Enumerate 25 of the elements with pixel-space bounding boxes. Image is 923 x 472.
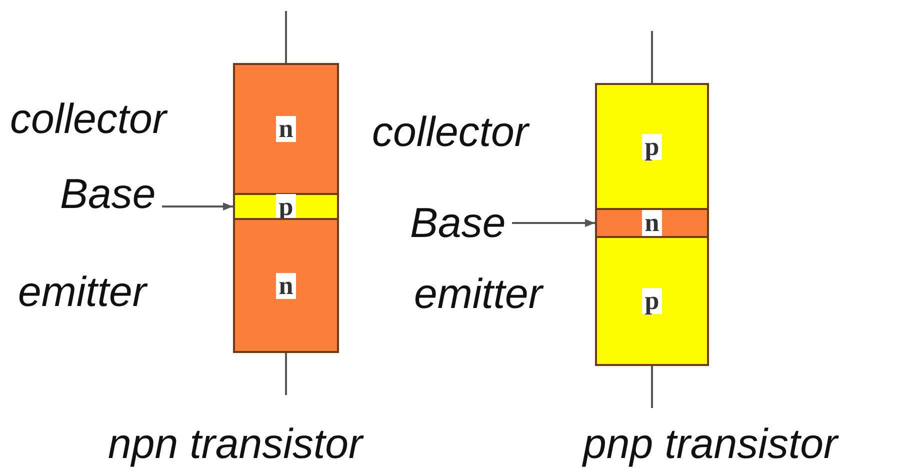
terminal-label: collector — [10, 95, 166, 143]
semiconductor-layer — [233, 218, 339, 353]
caption: npn transistor — [108, 420, 362, 468]
doping-type-label: n — [276, 116, 296, 142]
lead-wire — [651, 366, 653, 408]
terminal-label: Base — [60, 170, 156, 218]
caption: pnp transistor — [583, 420, 838, 468]
arrow — [162, 202, 233, 210]
semiconductor-layer — [595, 208, 709, 238]
terminal-label: collector — [372, 108, 528, 156]
arrow — [512, 219, 595, 227]
terminal-label: emitter — [18, 268, 146, 316]
terminal-label: emitter — [414, 270, 542, 318]
lead-wire — [651, 31, 653, 83]
doping-type-label: n — [276, 272, 296, 298]
semiconductor-layer — [595, 236, 709, 366]
terminal-label: Base — [410, 199, 506, 247]
doping-type-label: n — [642, 210, 662, 236]
semiconductor-layer — [233, 193, 339, 220]
doping-type-label: p — [642, 288, 662, 314]
semiconductor-layer — [233, 63, 339, 195]
lead-wire — [285, 353, 287, 395]
lead-wire — [285, 11, 287, 63]
semiconductor-layer — [595, 83, 709, 210]
doping-type-label: p — [642, 134, 662, 160]
